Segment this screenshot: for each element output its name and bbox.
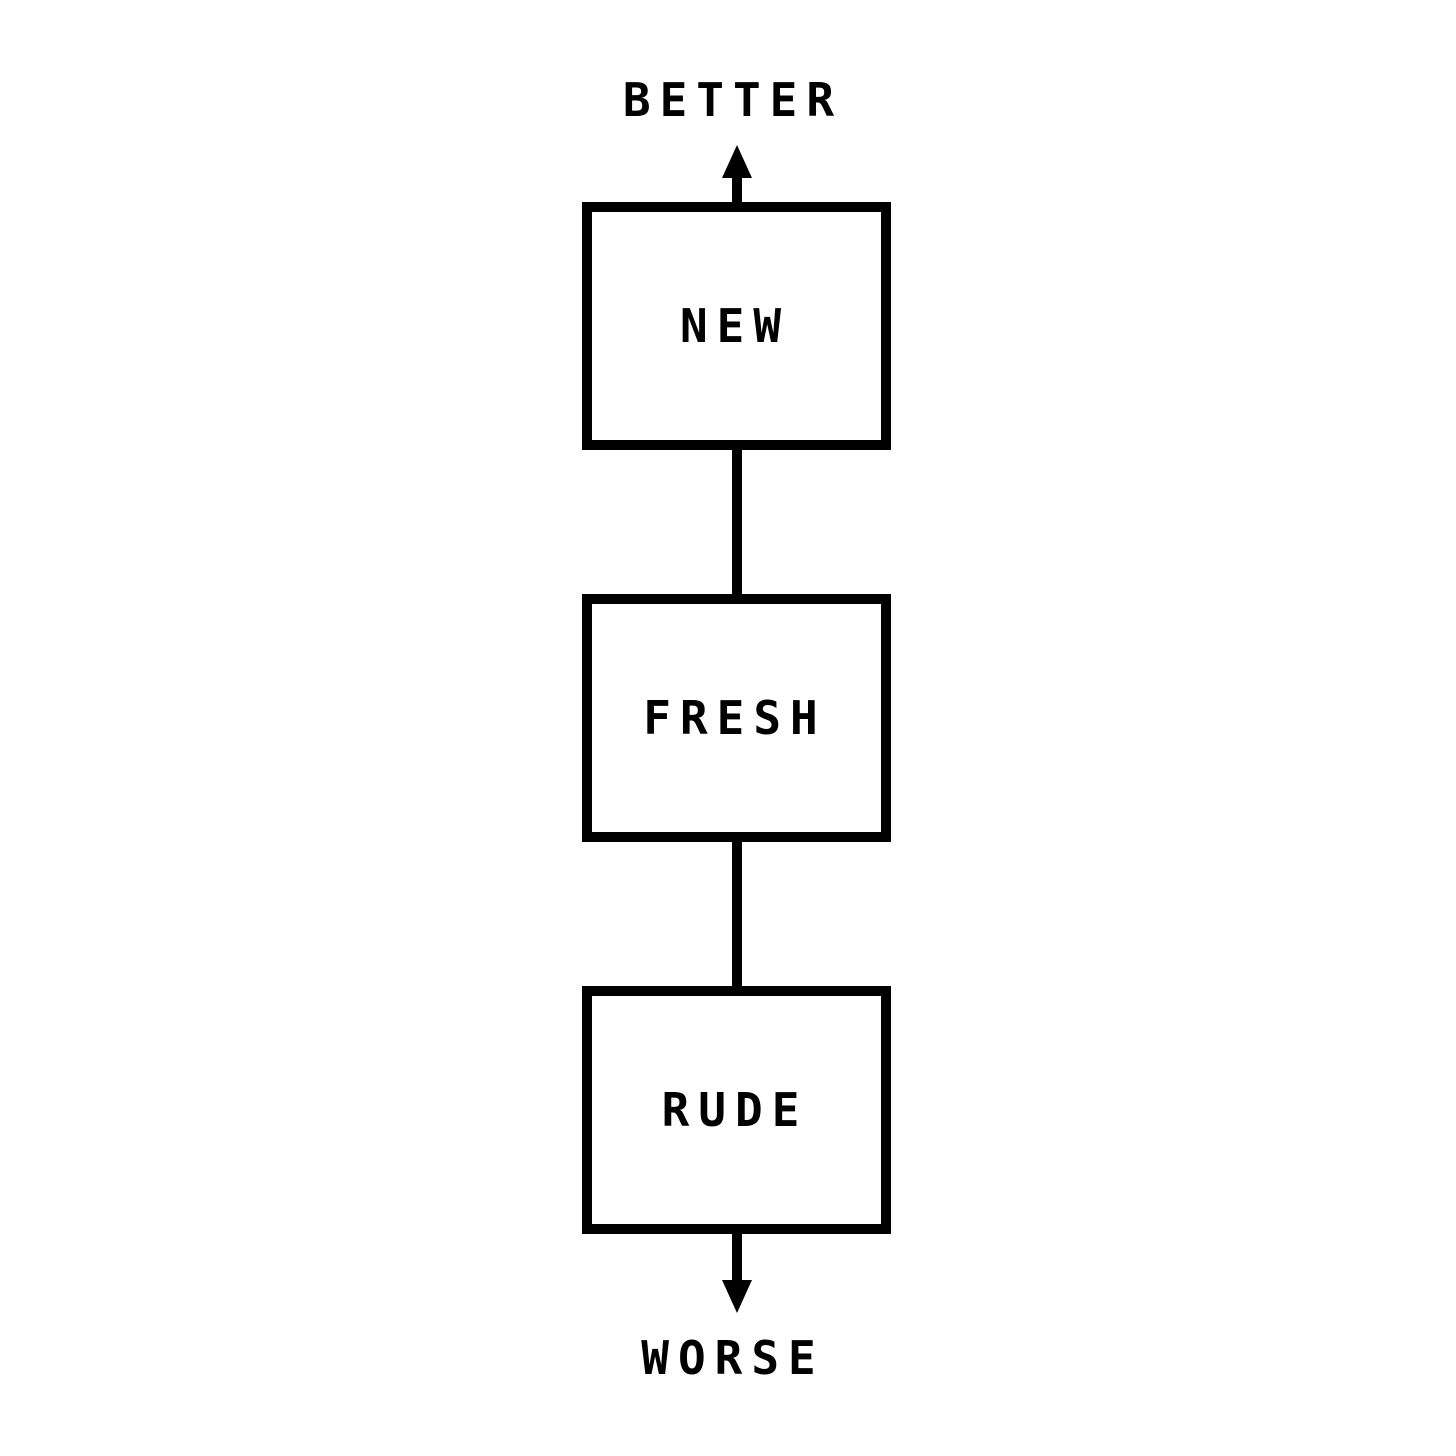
box-rude-label: RUDE — [662, 1083, 809, 1137]
worse-label: WORSE — [641, 1331, 824, 1385]
up-arrow-icon — [722, 145, 752, 178]
box-new — [582, 202, 891, 450]
box-rude — [582, 986, 891, 1234]
box-fresh-label: FRESH — [643, 691, 826, 745]
box-new-label: NEW — [680, 299, 790, 353]
box-fresh — [582, 594, 891, 842]
better-label: BETTER — [623, 73, 843, 127]
down-arrow-icon — [722, 1280, 752, 1313]
